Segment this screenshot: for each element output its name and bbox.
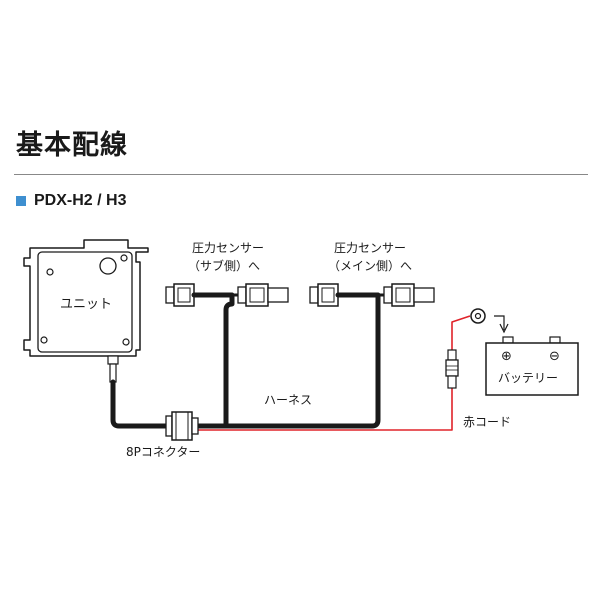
model-label: PDX-H2 / H3 bbox=[34, 192, 127, 209]
fuse-holder bbox=[445, 349, 459, 389]
control-unit: ユニット bbox=[23, 239, 149, 383]
sensor-main-label-line2: （メイン側）へ bbox=[328, 259, 412, 273]
model-heading: PDX-H2 / H3 bbox=[16, 192, 126, 210]
sensor-main-label-line1: 圧力センサー bbox=[334, 241, 406, 255]
screw-icon bbox=[120, 254, 128, 262]
unit-label: ユニット bbox=[60, 297, 112, 312]
battery: ⊕ ⊖ バッテリー bbox=[485, 336, 579, 396]
screw-icon bbox=[40, 336, 48, 344]
sensor-connector-main bbox=[309, 283, 435, 307]
red-cord bbox=[196, 315, 471, 431]
sensor-sub-label-line2: （サブ側）へ bbox=[188, 258, 260, 273]
connector-label: 8Pコネクター bbox=[126, 445, 200, 459]
8p-connector bbox=[165, 411, 199, 441]
unit-knob-icon bbox=[99, 257, 117, 275]
page-title: 基本配線 bbox=[16, 130, 128, 161]
ring-terminal bbox=[470, 308, 486, 324]
screw-icon bbox=[46, 268, 54, 276]
section-marker-icon bbox=[16, 196, 26, 206]
battery-plus-terminal: ⊕ bbox=[501, 349, 512, 364]
harness-label: ハーネス bbox=[264, 393, 312, 407]
connect-arrow-icon bbox=[494, 315, 509, 334]
sensor-sub-label-line1: 圧力センサー bbox=[192, 241, 264, 255]
sensor-connector-sub bbox=[165, 283, 289, 307]
red-cord-label: 赤コード bbox=[463, 415, 511, 429]
title-divider bbox=[14, 174, 588, 175]
battery-label: バッテリー bbox=[498, 371, 558, 385]
battery-minus-terminal: ⊖ bbox=[549, 349, 560, 364]
screw-icon bbox=[122, 338, 130, 346]
harness-wires bbox=[110, 301, 381, 429]
